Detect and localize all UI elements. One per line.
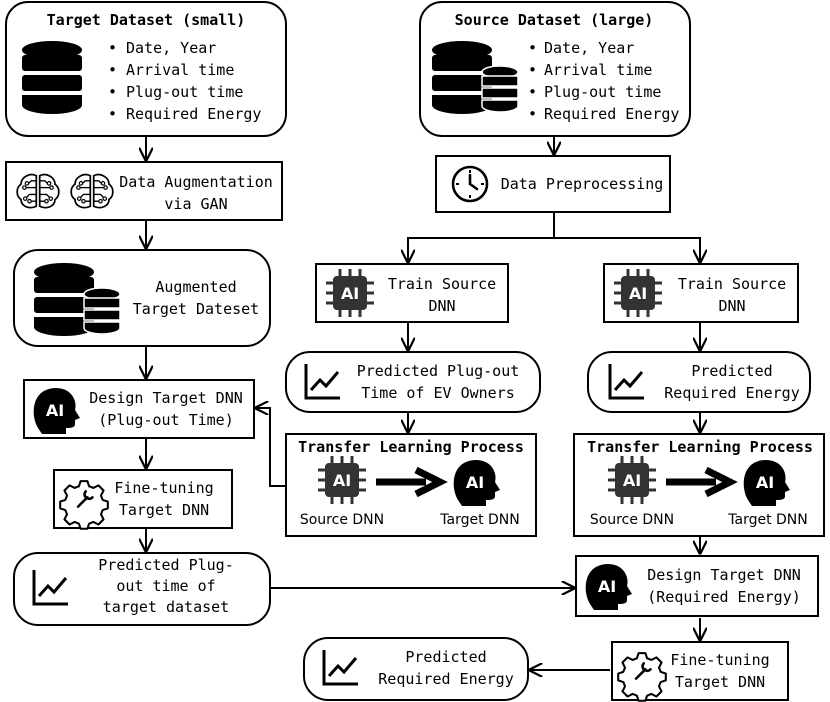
- svg-text:AI: AI: [466, 473, 484, 492]
- svg-text:AI: AI: [46, 401, 64, 420]
- predicted-owners-line2: Time of EV Owners: [361, 384, 515, 402]
- predicted-energy-mid-line2: Required Energy: [664, 384, 799, 402]
- ai-chip-icon: AI: [606, 454, 658, 506]
- source-dataset-node: Source Dataset (large) • Date, Year • Ar…: [419, 1, 691, 137]
- predicted-target-line3: target dataset: [103, 598, 229, 616]
- svg-text:AI: AI: [756, 473, 774, 492]
- svg-text:•: •: [528, 61, 537, 79]
- predicted-energy-final-line1: Predicted: [405, 648, 486, 666]
- svg-text:AI: AI: [333, 471, 351, 490]
- arrow-preprocessing-to-train-right: [554, 237, 700, 262]
- augmentation-line2: via GAN: [164, 195, 227, 213]
- source-item-3: Plug-out time: [544, 83, 661, 101]
- train-left-line1: Train Source: [388, 275, 496, 293]
- finetune-left-line1: Fine-tuning: [114, 479, 213, 497]
- target-dataset-node: Target Dataset (small) • Date, Year • Ar…: [5, 1, 287, 137]
- ai-chip-icon: AI: [612, 267, 664, 319]
- source-dataset-title: Source Dataset (large): [455, 11, 654, 29]
- augmented-line2: Target Dateset: [133, 300, 259, 318]
- predicted-owners-line1: Predicted Plug-out: [357, 362, 520, 380]
- transfer-right-target: Target DNN: [727, 512, 808, 528]
- train-source-left-node: AI Train Source DNN: [315, 263, 509, 323]
- database-icon: [22, 41, 82, 114]
- predicted-target-line1: Predicted Plug-: [98, 556, 233, 574]
- finetune-right-line2: Target DNN: [675, 673, 765, 691]
- svg-text:AI: AI: [629, 284, 647, 303]
- target-item-4: Required Energy: [126, 105, 261, 123]
- design-energy-line1: Design Target DNN: [647, 566, 801, 584]
- svg-text:•: •: [528, 39, 537, 57]
- gear-wrench-icon: [58, 479, 110, 531]
- finetune-left-line2: Target DNN: [119, 501, 209, 519]
- predicted-energy-mid-node: Predicted Required Energy: [587, 351, 811, 413]
- source-dataset-items: • Date, Year • Arrival time • Plug-out t…: [528, 39, 679, 123]
- augmentation-line1: Data Augmentation: [119, 173, 273, 191]
- transfer-left-title: Transfer Learning Process: [298, 438, 524, 456]
- svg-text:AI: AI: [598, 577, 616, 596]
- source-item-4: Required Energy: [544, 105, 679, 123]
- target-dataset-items: • Date, Year • Arrival time • Plug-out t…: [108, 39, 261, 123]
- target-dataset-title: Target Dataset (small): [47, 11, 246, 29]
- transfer-left-target: Target DNN: [439, 512, 520, 528]
- predicted-energy-mid-line1: Predicted: [691, 362, 772, 380]
- source-item-2: Arrival time: [544, 61, 652, 79]
- ai-chip-icon: AI: [316, 454, 368, 506]
- svg-text:•: •: [528, 105, 537, 123]
- predicted-energy-final-line2: Required Energy: [378, 670, 513, 688]
- predicted-plugout-target-node: Predicted Plug- out time of target datas…: [13, 552, 271, 626]
- train-source-right-node: AI Train Source DNN: [603, 263, 799, 323]
- transfer-right-title: Transfer Learning Process: [587, 438, 813, 456]
- train-right-line1: Train Source: [678, 275, 786, 293]
- design-energy-line2: (Required Energy): [647, 588, 801, 606]
- design-plugout-line1: Design Target DNN: [89, 389, 243, 407]
- ai-chip-icon: AI: [324, 267, 376, 319]
- target-item-3: Plug-out time: [126, 83, 243, 101]
- finetune-right-line1: Fine-tuning: [670, 651, 769, 669]
- predicted-target-line2: out time of: [116, 577, 215, 595]
- clock-icon: [451, 165, 489, 203]
- ai-head-icon: AI: [453, 460, 500, 506]
- transfer-right-source: Source DNN: [590, 512, 674, 528]
- data-augmentation-node: Data Augmentation via GAN: [5, 161, 283, 221]
- predicted-plugout-owners-node: Predicted Plug-out Time of EV Owners: [285, 351, 541, 413]
- svg-text:•: •: [528, 83, 537, 101]
- transfer-learning-left-node: Transfer Learning Process AI AI Source D…: [285, 433, 537, 537]
- train-right-line2: DNN: [718, 297, 745, 315]
- transfer-arrow: [376, 466, 448, 498]
- finetune-left-node: Fine-tuning Target DNN: [53, 469, 233, 531]
- transfer-arrow: [666, 466, 738, 498]
- data-preprocessing-node: Data Preprocessing: [435, 155, 671, 213]
- ai-head-icon: AI: [585, 564, 632, 610]
- arrow-transfer-left-to-design: [256, 408, 286, 487]
- source-item-1: Date, Year: [544, 39, 634, 57]
- svg-text:•: •: [108, 83, 117, 101]
- svg-text:•: •: [108, 105, 117, 123]
- target-item-2: Arrival time: [126, 61, 234, 79]
- ai-head-icon: AI: [33, 388, 80, 434]
- svg-text:AI: AI: [623, 471, 641, 490]
- train-left-line2: DNN: [428, 297, 455, 315]
- svg-text:•: •: [108, 39, 117, 57]
- design-target-energy-node: AI Design Target DNN (Required Energy): [575, 555, 819, 617]
- svg-text:AI: AI: [341, 284, 359, 303]
- gear-wrench-icon: [616, 651, 668, 702]
- design-plugout-line2: (Plug-out Time): [98, 411, 233, 429]
- preprocessing-label: Data Preprocessing: [501, 175, 664, 193]
- augmented-dataset-node: Augmented Target Dateset: [13, 249, 271, 347]
- ai-head-icon: AI: [743, 460, 790, 506]
- svg-text:•: •: [108, 61, 117, 79]
- transfer-learning-right-node: Transfer Learning Process AI AI Source D…: [573, 433, 825, 537]
- design-target-plugout-node: AI Design Target DNN (Plug-out Time): [23, 379, 255, 439]
- augmented-line1: Augmented: [155, 278, 236, 296]
- arrow-preprocessing-to-train-left: [408, 212, 555, 262]
- transfer-left-source: Source DNN: [300, 512, 384, 528]
- connectors: [146, 136, 700, 670]
- predicted-energy-final-node: Predicted Required Energy: [303, 637, 529, 701]
- target-item-1: Date, Year: [126, 39, 216, 57]
- finetune-right-node: Fine-tuning Target DNN: [611, 641, 789, 702]
